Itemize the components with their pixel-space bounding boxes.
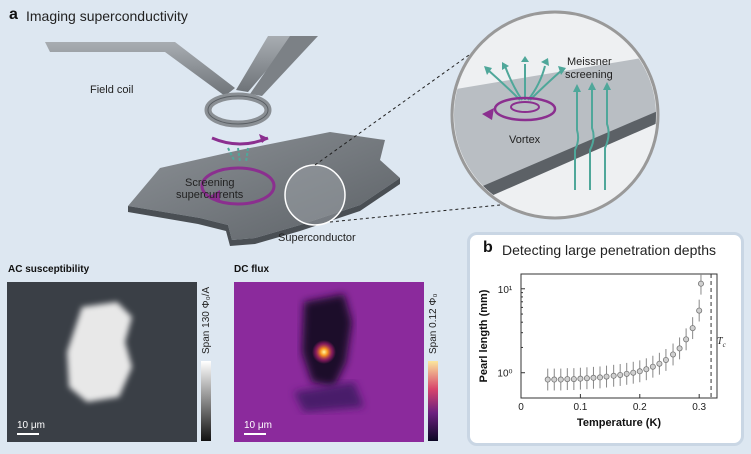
y-tick-label: 10⁰	[497, 369, 512, 380]
coil-current-arrow	[211, 136, 269, 146]
chart-xlabel: Temperature (K)	[577, 417, 661, 429]
probe-arm	[45, 42, 235, 96]
panel-a-title: Imaging superconductivity	[26, 8, 188, 24]
panel-b-card	[467, 232, 744, 446]
data-point	[590, 374, 597, 381]
meissner-label: Meissner	[567, 56, 612, 68]
data-point	[623, 370, 630, 377]
screening-current-loop	[200, 166, 276, 206]
panel-a-letter: a	[9, 6, 18, 23]
data-point	[676, 345, 683, 352]
data-point	[596, 374, 603, 381]
data-point	[617, 371, 624, 378]
superconductor-label: Superconductor	[278, 232, 356, 244]
data-point	[557, 376, 564, 383]
field-coil-label: Field coil	[90, 84, 134, 96]
data-point	[636, 368, 643, 375]
dc-map-title: DC flux	[234, 264, 269, 275]
dc-scalebar-label: 10 μm	[244, 420, 272, 431]
data-point	[583, 375, 590, 382]
data-point	[656, 360, 663, 367]
chart-axes: 0 0.1 0.2 0.3 10⁰ 10¹ Tc	[497, 273, 727, 413]
chart-ylabel: Pearl length (mm)	[478, 289, 490, 382]
meissner-screening-label: screening	[565, 69, 613, 81]
data-point	[610, 372, 617, 379]
data-point	[564, 376, 571, 383]
superconductivity-illustration	[45, 10, 660, 246]
ac-susceptibility-map	[7, 282, 197, 442]
vortex-label: Vortex	[509, 134, 541, 146]
panel-b-title: Detecting large penetration depths	[502, 242, 717, 258]
data-point	[696, 307, 703, 314]
data-point	[603, 373, 610, 380]
dc-colorbar	[428, 361, 438, 441]
pearl-length-chart: 0 0.1 0.2 0.3 10⁰ 10¹ Tc Temperature (K) Pearl…	[478, 273, 727, 429]
y-tick-label: 10¹	[498, 285, 513, 296]
screening-label: Screening	[185, 177, 235, 189]
tc-label: Tc	[717, 336, 727, 349]
dc-colorbar-label: Span 0.12 Φ₀	[428, 293, 439, 354]
zoom-circle	[284, 164, 346, 226]
data-point	[570, 376, 577, 383]
supercurrents-label: supercurrents	[176, 189, 244, 201]
ac-scalebar-label: 10 μm	[17, 420, 45, 431]
superconductor-slab	[128, 132, 400, 240]
x-tick-label: 0.3	[692, 402, 706, 413]
data-point	[630, 369, 637, 376]
data-point	[577, 375, 584, 382]
chart-marks	[544, 274, 704, 391]
data-point	[697, 280, 704, 287]
ac-map-title: AC susceptibility	[8, 264, 90, 275]
data-point	[670, 351, 677, 358]
ac-colorbar	[201, 361, 211, 441]
data-point	[683, 336, 690, 343]
data-point	[544, 376, 551, 383]
x-tick-label: 0.1	[573, 402, 587, 413]
data-point	[662, 356, 669, 363]
dc-flux-map	[234, 282, 424, 442]
panel-b-letter: b	[483, 239, 493, 256]
x-tick-label: 0.2	[633, 402, 647, 413]
data-point	[643, 366, 650, 373]
x-tick-label: 0	[518, 402, 524, 413]
data-point	[551, 376, 558, 383]
ac-colorbar-label: Span 130 Φ₀/A	[201, 286, 212, 354]
data-point	[649, 363, 656, 370]
plot-frame	[520, 273, 718, 399]
data-point	[689, 325, 696, 332]
